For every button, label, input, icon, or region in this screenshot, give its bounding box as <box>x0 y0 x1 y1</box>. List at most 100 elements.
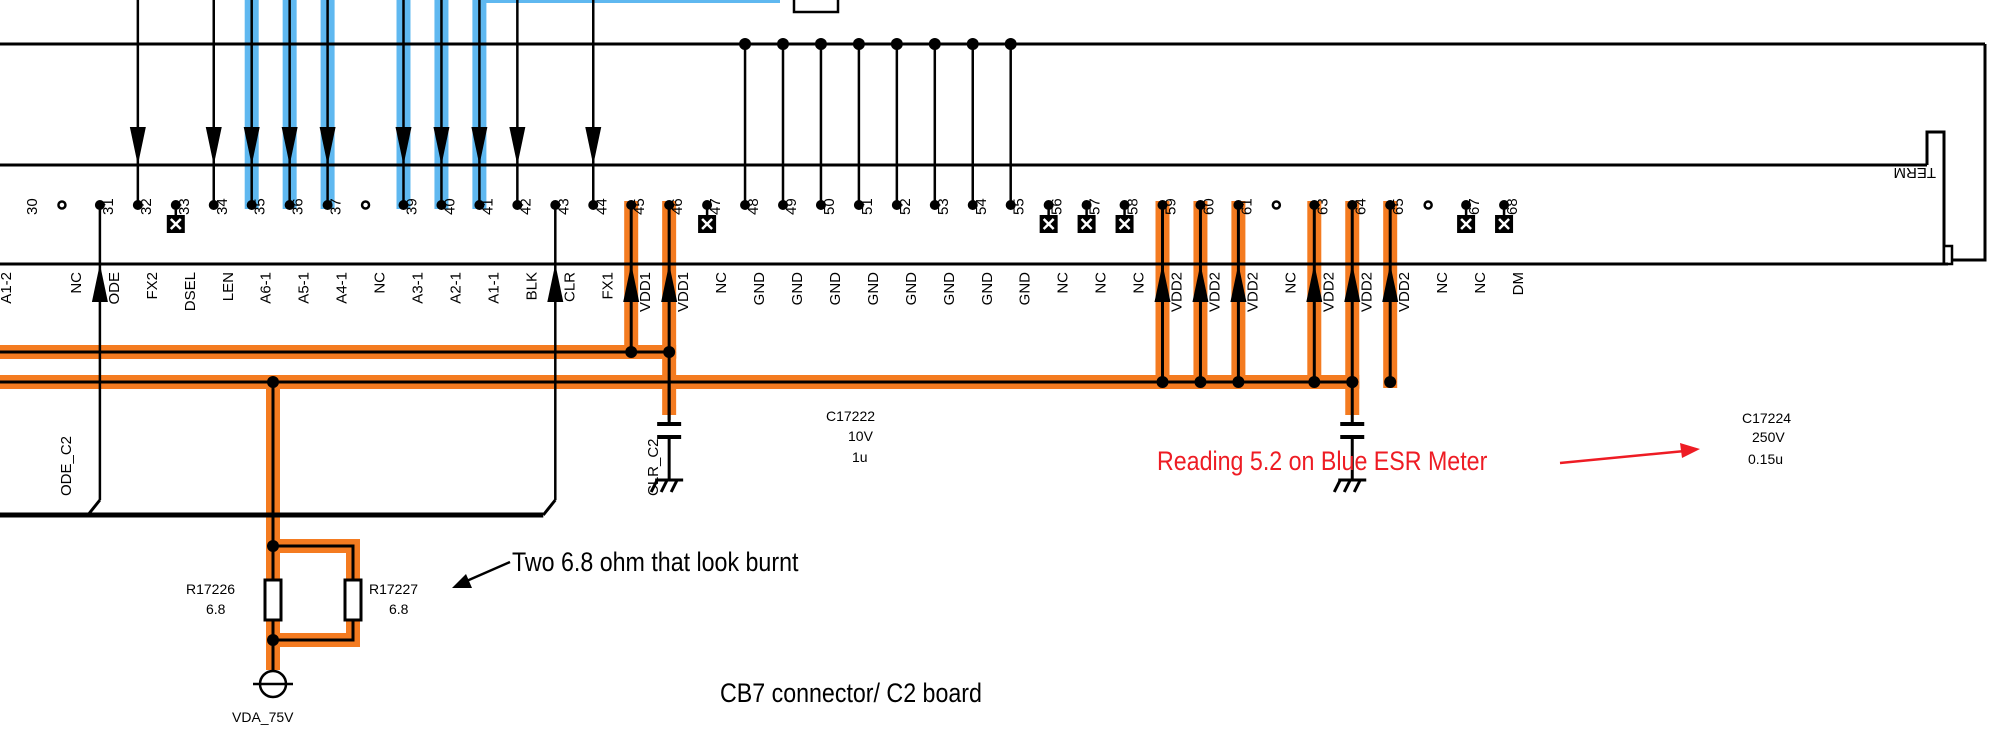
power-arrow-icon <box>1306 264 1323 302</box>
connector-pin <box>1115 200 1134 233</box>
pin-number: 65 <box>1390 198 1407 215</box>
wire-layer <box>0 0 1987 699</box>
pin-number: 56 <box>1049 198 1066 215</box>
esr-arrow-icon <box>1680 443 1700 458</box>
output-arrow-icon <box>91 264 108 302</box>
pin-layer <box>57 0 1514 500</box>
connector-pin <box>57 200 67 210</box>
noconnect-x-icon <box>169 218 182 230</box>
connector-pin <box>1271 200 1282 210</box>
pin-signal-label: VDD2 <box>1320 272 1337 312</box>
connector-pin <box>890 38 903 210</box>
pin-number: 50 <box>821 198 838 215</box>
pin-signal-label: GND <box>865 272 882 306</box>
connector-pin <box>360 200 371 210</box>
connector-pin <box>739 38 752 210</box>
pin-signal-label: NC <box>1093 272 1110 294</box>
connector-pin <box>243 0 260 210</box>
pin-signal-label: VDD2 <box>1206 272 1223 312</box>
pin-signal-label: GND <box>827 272 844 306</box>
net-label-clr-c2: CLR_C2 <box>645 438 662 496</box>
connector-pin <box>166 200 185 233</box>
pin-signal-label: NC <box>1282 272 1299 294</box>
pin-number: 41 <box>479 198 496 215</box>
esr-annotation: Reading 5.2 on Blue ESR Meter <box>1157 446 1487 476</box>
connector-pin <box>1382 200 1399 388</box>
r17227-ref: R17227 <box>369 581 418 597</box>
input-arrow-icon <box>243 127 260 165</box>
pin-signal-label: FX2 <box>144 272 161 300</box>
pin-number: 43 <box>555 198 572 215</box>
r17227-top-wire <box>273 544 355 580</box>
term-label: TERM <box>1894 164 1937 181</box>
esr-arrow-line <box>1559 449 1686 465</box>
pin-signal-label: BLK <box>523 272 540 300</box>
net-label-ode-c2: ODE_C2 <box>58 436 75 496</box>
connector-pin <box>1004 38 1017 210</box>
vdd2-junction <box>1308 376 1321 388</box>
pin-signal-label: GND <box>789 272 806 306</box>
pin-number: 37 <box>328 198 345 215</box>
connector-pin <box>814 38 827 210</box>
pin-signal-label: A6-1 <box>258 272 275 304</box>
connector-pin <box>852 38 865 210</box>
pin-number: 34 <box>214 198 231 215</box>
pin-signal-label: A1-2 <box>0 272 15 304</box>
resistor-junction-top <box>267 540 279 552</box>
unconnected-pin-marker <box>360 200 371 210</box>
pin-signal-label: A3-1 <box>410 272 427 304</box>
pin-number: 63 <box>1314 198 1331 215</box>
vdd2-junction <box>1346 376 1359 388</box>
connector-pin <box>547 200 564 500</box>
pin-number: 31 <box>100 198 117 215</box>
pin-signal-label: GND <box>903 272 920 306</box>
unconnected-pin-marker <box>57 200 67 210</box>
pin-signal-label: DM <box>1510 272 1527 295</box>
connector-pin <box>319 0 336 210</box>
c17224-value: 0.15u <box>1748 451 1783 467</box>
resistor-arrow-line <box>461 560 511 585</box>
pin-signal-label: NC <box>1055 272 1072 294</box>
output-arrow-icon <box>547 264 564 302</box>
connector-pin <box>1192 200 1209 388</box>
pin-signal-label: GND <box>1017 272 1034 306</box>
connector-pin <box>777 38 789 210</box>
connector-pin <box>928 38 941 210</box>
term-stub <box>1942 244 1954 266</box>
pin-number: 45 <box>631 198 648 215</box>
ground-junction <box>890 38 903 50</box>
r17227-top-highlight <box>273 539 360 580</box>
power-arrow-icon <box>661 264 678 302</box>
pin-number: 42 <box>517 198 534 215</box>
connector-pin <box>1154 200 1171 388</box>
connector-pin <box>661 200 678 352</box>
ground-icon <box>1332 479 1362 493</box>
vdd2-junction <box>1156 376 1169 388</box>
pin-signal-label: DSEL <box>182 272 199 311</box>
pin-signal-label: A2-1 <box>447 272 464 304</box>
pin-signal-label: NC <box>713 272 730 294</box>
pin-number: 52 <box>897 198 914 215</box>
pin-number: 35 <box>252 198 269 215</box>
c17222-value: 1u <box>852 449 868 465</box>
connector-pin <box>471 0 488 210</box>
capacitor-c17222 <box>649 382 684 493</box>
r17227-value: 6.8 <box>389 601 409 617</box>
resistor-r17226 <box>263 578 283 622</box>
pin-number: 32 <box>138 198 155 215</box>
pin-signal-label: A5-1 <box>296 272 313 304</box>
connector-pin <box>1344 200 1361 388</box>
pin-signal-label: GND <box>941 272 958 306</box>
c17224-voltage: 250V <box>1752 429 1785 445</box>
pin-number: 30 <box>24 198 41 215</box>
pin-number: 54 <box>973 198 990 215</box>
power-arrow-icon <box>1154 264 1171 302</box>
input-arrow-icon <box>585 127 602 165</box>
unconnected-pin-marker <box>1423 200 1433 210</box>
offpage-connector <box>792 0 840 14</box>
connector-pin <box>585 0 602 210</box>
clr-bend <box>542 499 557 516</box>
connector-pin <box>205 0 222 210</box>
diagram-caption: CB7 connector/ C2 board <box>720 678 982 708</box>
